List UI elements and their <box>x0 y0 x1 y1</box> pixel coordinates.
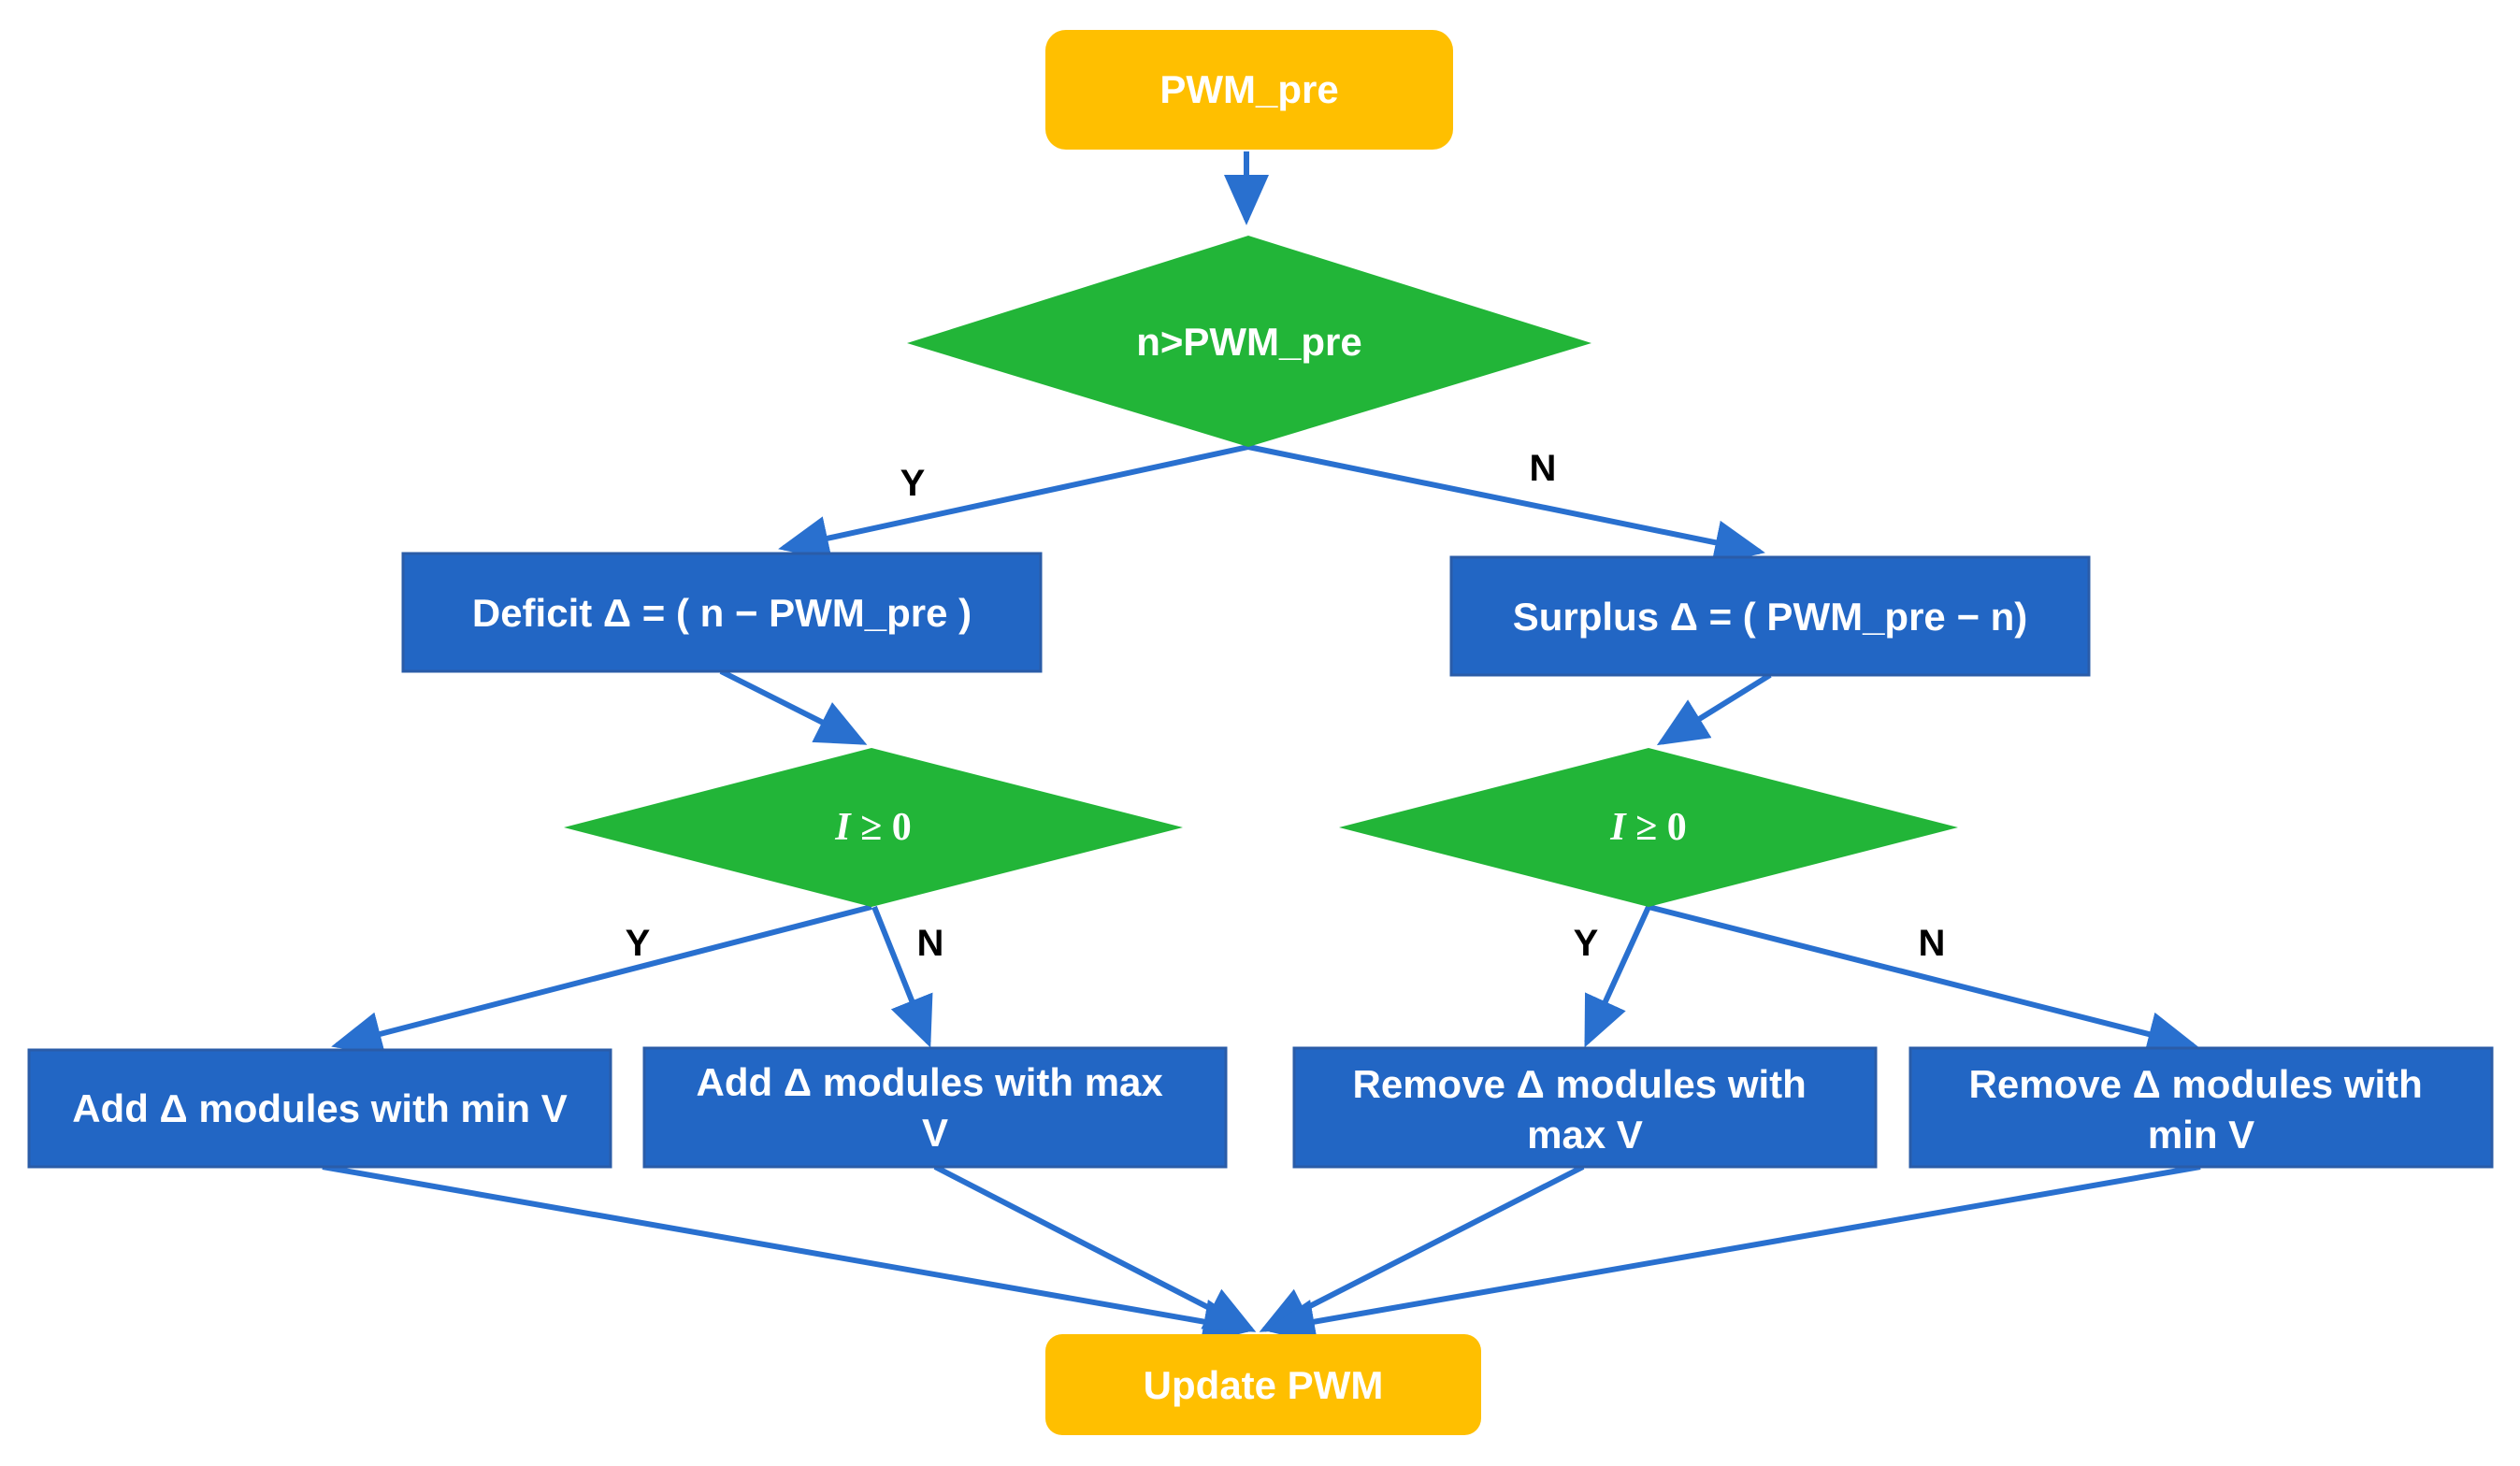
main-decision-shape <box>907 236 1591 447</box>
left-decision-node: I ≥ 0 <box>564 748 1183 907</box>
deficit-node-label: Deficit Δ = ( n − PWM_pre ) <box>472 591 972 635</box>
right-decision-var: I <box>1609 806 1627 849</box>
end-node: Update PWM <box>1045 1334 1481 1435</box>
deficit-node-shape <box>401 552 1043 673</box>
surplus-node: Surplus Δ = ( PWM_pre − n) <box>1449 555 2091 677</box>
add-max-line-2: V <box>922 1111 948 1155</box>
remove-min-line-1: Remove Δ modules with <box>1969 1062 2423 1106</box>
edge-left-no-to-add-max <box>871 905 933 1048</box>
left-decision-shape <box>564 748 1183 907</box>
remove-max-line-1: Remove Δ modules with <box>1353 1062 1807 1106</box>
start-node: PWM_pre <box>1045 30 1453 150</box>
label-right-no: N <box>1919 923 1946 964</box>
end-node-label: Update PWM <box>1144 1363 1384 1407</box>
add-max-line-1: Add Δ modules with max <box>697 1060 1164 1104</box>
start-node-label: PWM_pre <box>1159 67 1338 111</box>
add-max-node: Add Δ modules with max V <box>642 1046 1228 1169</box>
right-decision-rest: ≥ 0 <box>1626 806 1687 849</box>
edge-labels: Y N Y N Y N <box>626 448 1946 964</box>
end-node-shape <box>1045 1334 1481 1435</box>
edges <box>322 151 2201 1344</box>
surplus-node-label: Surplus Δ = ( PWM_pre − n) <box>1513 595 2028 639</box>
add-min-node: Add Δ modules with min V <box>27 1048 612 1169</box>
label-right-yes: Y <box>1574 923 1599 964</box>
main-decision-label: n>PWM_pre <box>1136 320 1362 364</box>
right-decision-label: I ≥ 0 <box>1609 806 1686 849</box>
label-left-yes: Y <box>626 923 651 964</box>
right-decision-shape <box>1339 748 1958 907</box>
left-decision-rest: ≥ 0 <box>851 806 912 849</box>
left-decision-label: I ≥ 0 <box>834 806 911 849</box>
edge-left-yes-to-add-min <box>331 904 872 1056</box>
remove-min-line-2: min V <box>2148 1113 2254 1157</box>
deficit-node: Deficit Δ = ( n − PWM_pre ) <box>401 552 1043 673</box>
label-left-no: N <box>917 923 944 964</box>
edge-add-max-to-end <box>933 1164 1257 1332</box>
add-max-node-label: Add Δ modules with max V <box>697 1060 1174 1155</box>
edge-main-no-to-surplus <box>1247 444 1765 565</box>
add-min-node-label: Add Δ modules with min V <box>72 1086 568 1130</box>
start-node-shape <box>1045 30 1453 150</box>
label-main-yes: Y <box>900 463 926 504</box>
main-decision-node: n>PWM_pre <box>907 236 1591 447</box>
remove-max-node-shape <box>1292 1046 1878 1169</box>
remove-max-node-label: Remove Δ modules with max V <box>1353 1062 1818 1157</box>
edge-main-yes-to-deficit <box>778 444 1249 561</box>
edge-right-no-to-remove-min <box>1648 904 2198 1056</box>
remove-max-line-2: max V <box>1527 1113 1643 1157</box>
surplus-node-shape <box>1449 555 2091 677</box>
add-max-node-shape <box>642 1046 1228 1169</box>
right-decision-node: I ≥ 0 <box>1339 748 1958 907</box>
edge-add-min-to-end <box>322 1164 1254 1344</box>
edge-deficit-to-left-decision <box>719 668 868 745</box>
remove-min-node-label: Remove Δ modules with min V <box>1969 1062 2434 1157</box>
remove-min-node-shape <box>1908 1046 2494 1169</box>
edge-surplus-to-right-decision <box>1656 672 1772 746</box>
add-min-node-shape <box>27 1048 612 1169</box>
left-decision-var: I <box>834 806 852 849</box>
edge-right-yes-to-remove-max <box>1584 905 1651 1048</box>
edge-remove-min-to-end <box>1264 1164 2201 1344</box>
label-main-no: N <box>1530 448 1557 489</box>
remove-min-node: Remove Δ modules with min V <box>1908 1046 2494 1169</box>
remove-max-node: Remove Δ modules with max V <box>1292 1046 1878 1169</box>
